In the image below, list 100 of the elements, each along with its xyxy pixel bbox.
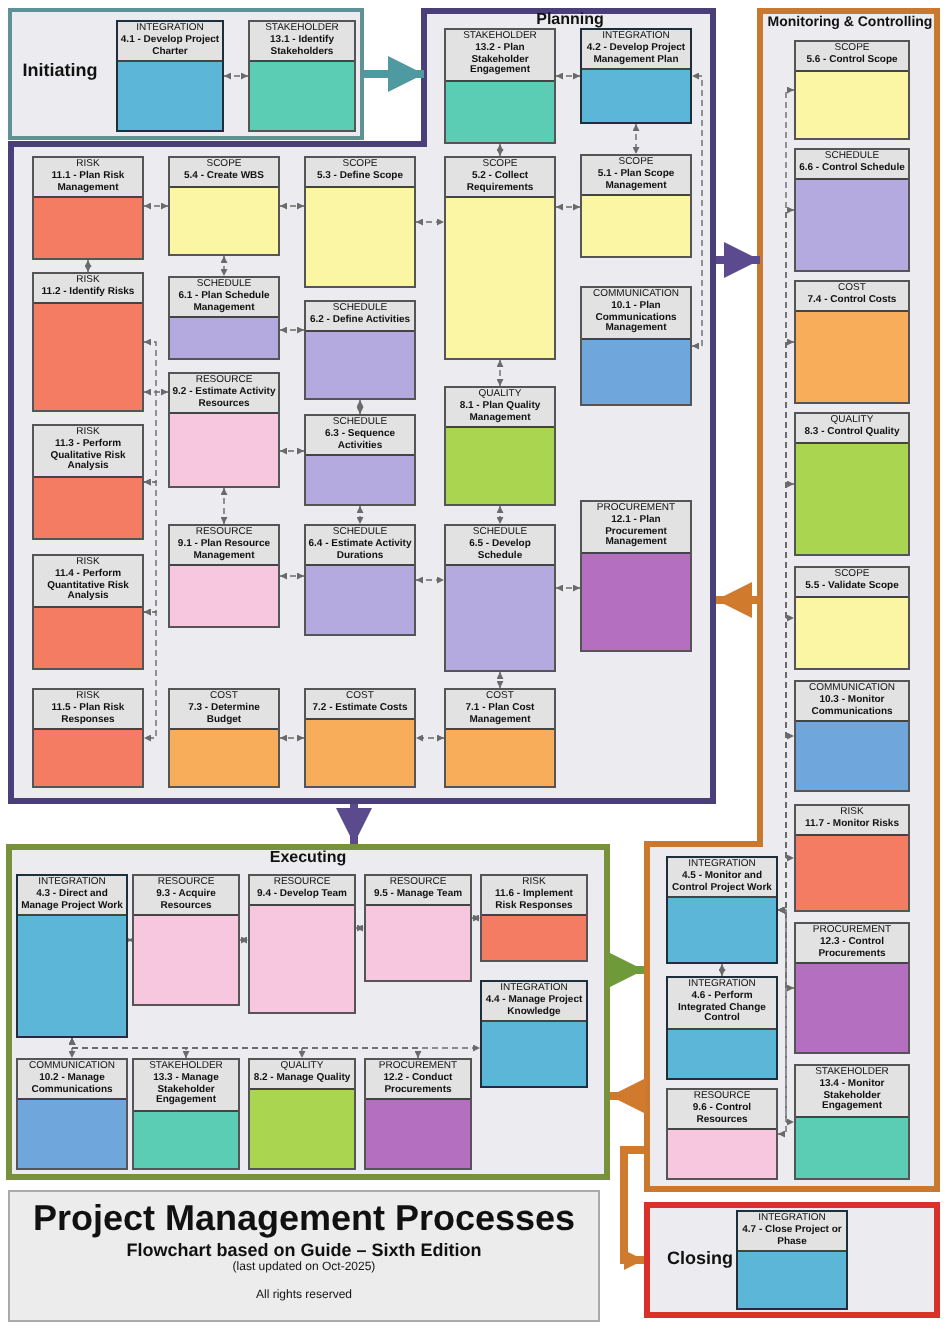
connector-arrow	[279, 202, 305, 210]
connector-arrow	[279, 326, 305, 334]
process-box	[168, 688, 280, 788]
process-box	[794, 148, 910, 272]
process-box	[364, 1058, 472, 1170]
connector-arrow	[691, 72, 703, 350]
process-box	[794, 922, 910, 1054]
phase-panel	[644, 1202, 940, 1318]
process-box	[32, 272, 144, 412]
connector-arrow	[777, 906, 795, 1126]
connector-arrow	[496, 505, 504, 525]
connector-arrow	[415, 576, 445, 584]
connector-arrow	[415, 734, 445, 742]
process-box	[794, 1064, 910, 1180]
phase-arrow	[716, 582, 760, 618]
connector-arrow	[279, 572, 305, 580]
phase-title: Planning	[534, 12, 606, 30]
process-box	[444, 156, 556, 360]
connector-arrow	[555, 72, 581, 80]
process-box	[32, 156, 144, 260]
process-box	[132, 1058, 240, 1170]
connector-arrow	[355, 924, 365, 932]
connector-arrow	[143, 478, 157, 616]
diagram-title: Project Management Processes	[30, 1200, 578, 1240]
process-box	[480, 980, 588, 1088]
process-box	[580, 154, 692, 258]
process-box	[736, 1210, 848, 1310]
connector-arrow	[555, 584, 581, 592]
process-box	[32, 554, 144, 670]
process-box	[580, 500, 692, 652]
process-box	[304, 414, 416, 506]
process-box	[248, 1058, 356, 1170]
connector-arrow	[239, 936, 249, 944]
connector-arrow	[143, 608, 157, 742]
process-box	[304, 156, 416, 288]
phase-title: Initiating	[20, 62, 100, 82]
process-box	[666, 856, 778, 964]
phase-title: Closing	[665, 1250, 735, 1270]
phase-arrow	[716, 242, 760, 278]
phase-arrow	[364, 56, 424, 92]
process-box	[364, 874, 472, 982]
process-box	[168, 276, 280, 360]
connector-arrow	[143, 202, 169, 210]
process-box	[480, 874, 588, 962]
connector-arrow	[777, 906, 787, 1138]
process-box	[168, 524, 280, 628]
connector-arrow	[415, 218, 445, 226]
connector-arrow	[279, 447, 305, 455]
process-box	[666, 976, 778, 1080]
phase-title: Executing	[267, 850, 349, 868]
process-box	[444, 524, 556, 672]
connector-arrow	[496, 143, 504, 157]
process-box	[794, 280, 910, 404]
process-box	[16, 874, 128, 1038]
process-box	[304, 688, 416, 788]
connector-arrow	[68, 1037, 481, 1052]
process-box	[580, 28, 692, 124]
process-box	[444, 386, 556, 506]
connector-arrow	[279, 734, 305, 742]
process-box	[16, 1058, 128, 1170]
connector-arrow	[143, 338, 157, 486]
connector-arrow	[356, 505, 364, 525]
process-box	[132, 874, 240, 1006]
process-box	[444, 688, 556, 788]
process-box	[794, 40, 910, 140]
connector-arrow	[555, 203, 581, 211]
connector-arrow	[718, 963, 726, 977]
process-box	[248, 20, 356, 132]
phase-panel	[6, 844, 610, 1180]
process-box	[666, 1088, 778, 1180]
process-box	[794, 680, 910, 792]
phase-arrow	[336, 804, 372, 844]
process-box	[304, 524, 416, 636]
connector-arrow	[143, 388, 169, 396]
connector-arrow	[220, 487, 228, 525]
connector-arrow	[471, 914, 481, 922]
phase-arrow	[608, 952, 644, 988]
process-box	[794, 412, 910, 556]
connector-arrow	[223, 72, 249, 80]
process-box	[794, 804, 910, 912]
phase-arrow	[620, 1146, 644, 1270]
connector-arrow	[220, 255, 228, 277]
process-box	[444, 28, 556, 144]
phase-panel	[8, 8, 716, 804]
phase-arrow	[610, 1078, 646, 1114]
connector-arrow	[84, 259, 92, 273]
process-box	[168, 156, 280, 256]
connector-arrow	[356, 399, 364, 415]
process-box	[168, 372, 280, 488]
connector-arrow	[496, 359, 504, 387]
process-box	[304, 300, 416, 400]
phase-panel	[8, 8, 364, 140]
process-box	[32, 688, 144, 788]
process-box	[32, 424, 144, 540]
process-box	[248, 874, 356, 1014]
subtitle: Flowchart based on Guide – Sixth Edition	[124, 1239, 484, 1261]
connector-arrow	[496, 671, 504, 689]
process-box	[794, 566, 910, 670]
process-box	[580, 286, 692, 406]
connector-arrow	[632, 123, 640, 155]
